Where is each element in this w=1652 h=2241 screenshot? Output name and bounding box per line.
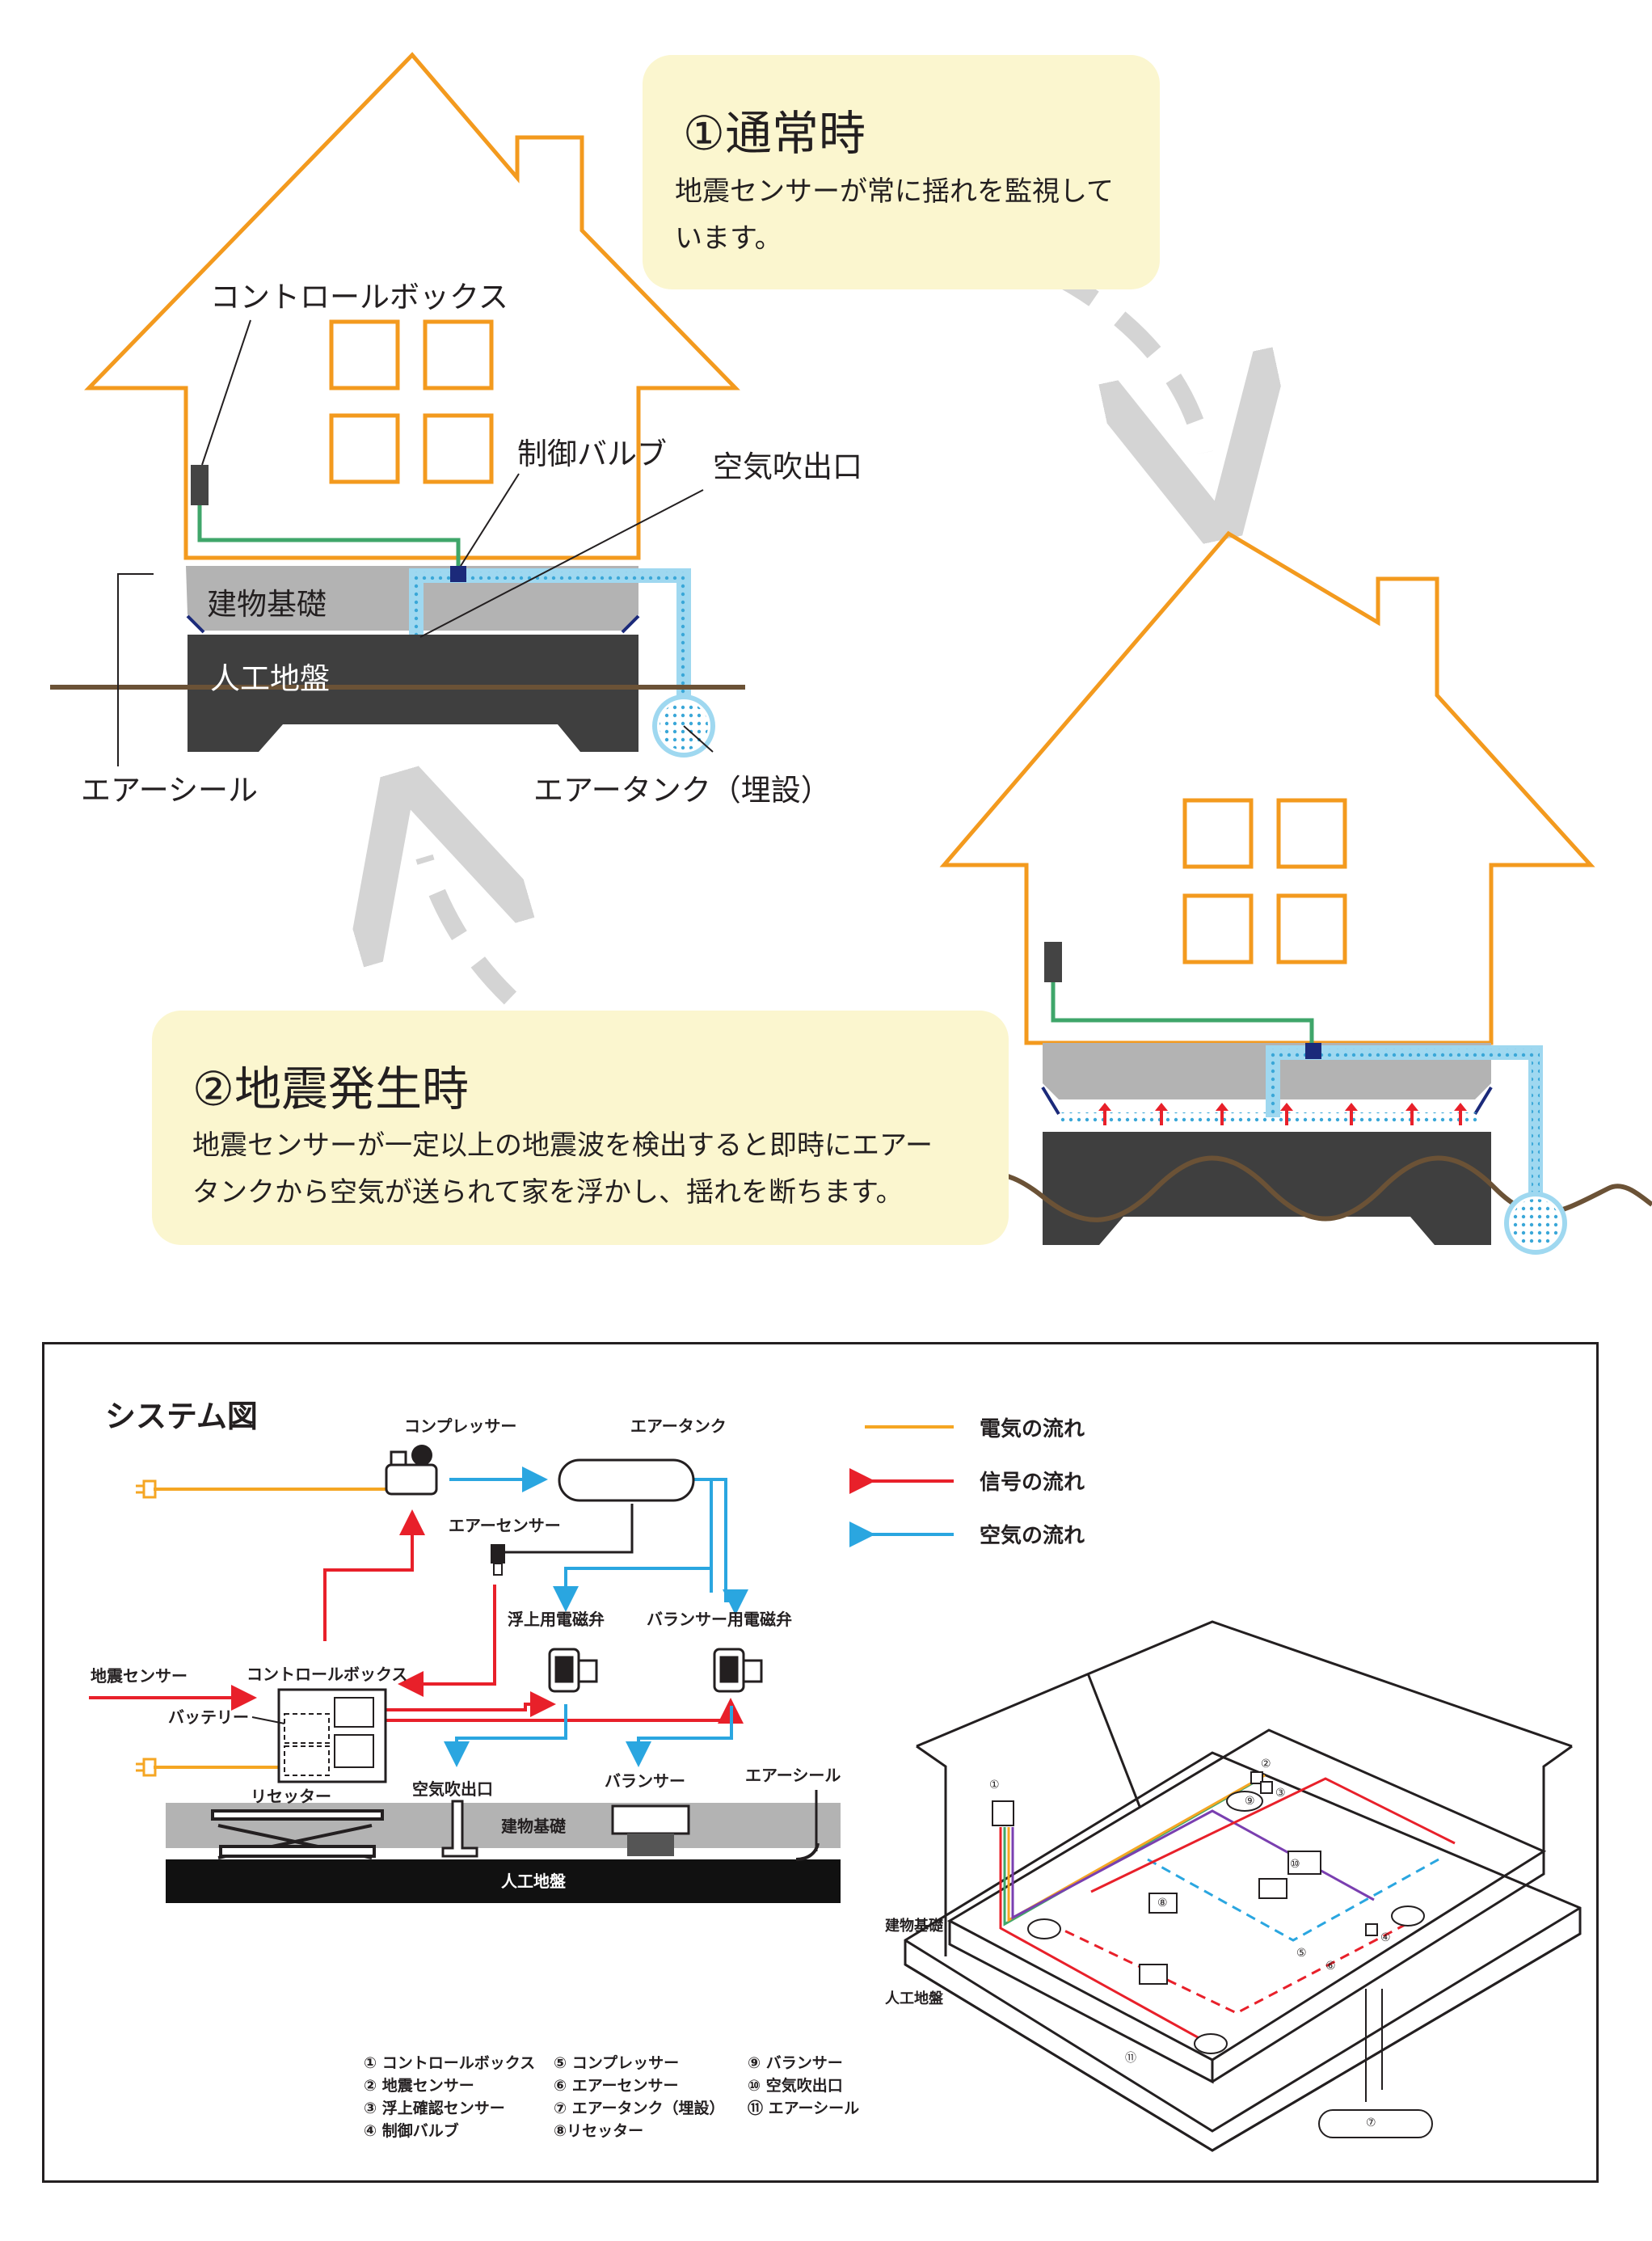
- callout-quake-line1: 地震センサーが一定以上の地震波を検出すると即時にエアー: [192, 1129, 933, 1162]
- house-quake: [927, 530, 1652, 1255]
- callout-quake: ②地震発生時 地震センサーが一定以上の地震波を検出すると即時にエアー タンクから…: [152, 1011, 1009, 1245]
- control-valve-shape: [450, 566, 466, 582]
- label-foundation: 建物基礎: [207, 587, 327, 622]
- arrow-to-normal: [424, 857, 651, 1092]
- control-box-shape: [191, 465, 209, 505]
- quake-mechanism-illustration: コントロールボックス 制御バルブ 空気吹出口 建物基礎 人工地盤 エアーシール …: [50, 52, 1652, 1255]
- label-control-box: コントロールボックス: [210, 280, 508, 314]
- label-valve: 制御バルブ: [517, 437, 667, 471]
- callout-normal-title: ①通常時: [683, 106, 866, 161]
- lift-arrows: [1098, 1103, 1467, 1125]
- callout-normal-line1: 地震センサーが常に揺れを監視して: [675, 175, 1114, 208]
- label-ground: 人工地盤: [210, 661, 330, 696]
- ground-block: [188, 635, 638, 752]
- house-windows: [329, 319, 494, 484]
- system-diagram-frame: [42, 1342, 1599, 2183]
- house-windows-2: [1182, 798, 1347, 964]
- label-air-seal: エアーシール: [81, 773, 258, 808]
- callout-normal: ①通常時 地震センサーが常に揺れを監視して います。: [643, 55, 1160, 289]
- callout-quake-title: ②地震発生時: [192, 1061, 469, 1116]
- label-air-tank: エアータンク（埋設）: [533, 773, 831, 808]
- callout-normal-line2: います。: [675, 222, 782, 255]
- label-air-outlet: 空気吹出口: [713, 449, 862, 484]
- house-normal: コントロールボックス 制御バルブ 空気吹出口 建物基礎 人工地盤 エアーシール …: [50, 52, 862, 808]
- signal-line: [197, 505, 461, 571]
- callout-quake-line2: タンクから空気が送られて家を浮かし、揺れを断ちます。: [192, 1176, 904, 1209]
